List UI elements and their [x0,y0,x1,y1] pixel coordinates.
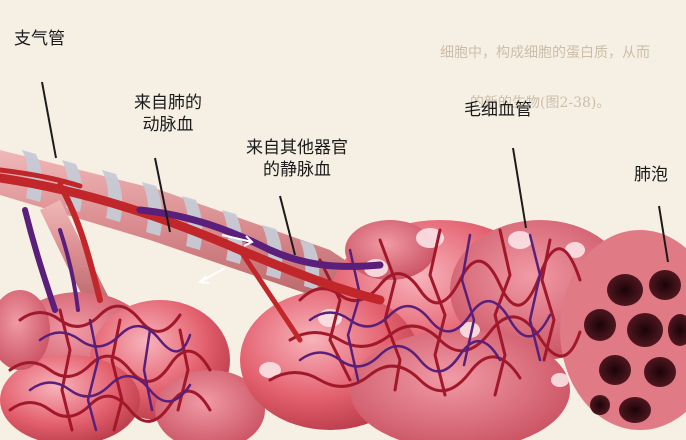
leader-line-trachea [42,82,56,158]
flow-arrow-left-icon [200,268,225,282]
label-vein-line1: 来自其他器官 [222,137,372,159]
label-vein-line2: 的静脉血 [222,159,372,181]
label-capillary: 毛细血管 [464,99,532,121]
label-vein: 来自其他器官 的静脉血 [222,137,372,181]
label-pulmonary-artery-line2: 动脉血 [118,114,218,136]
leader-line-capillary [513,148,526,228]
label-pulmonary-artery-line1: 来自肺的 [118,92,218,114]
label-trachea: 支气管 [14,28,65,50]
label-alveolus: 肺泡 [634,164,668,186]
label-pulmonary-artery: 来自肺的 动脉血 [118,92,218,136]
